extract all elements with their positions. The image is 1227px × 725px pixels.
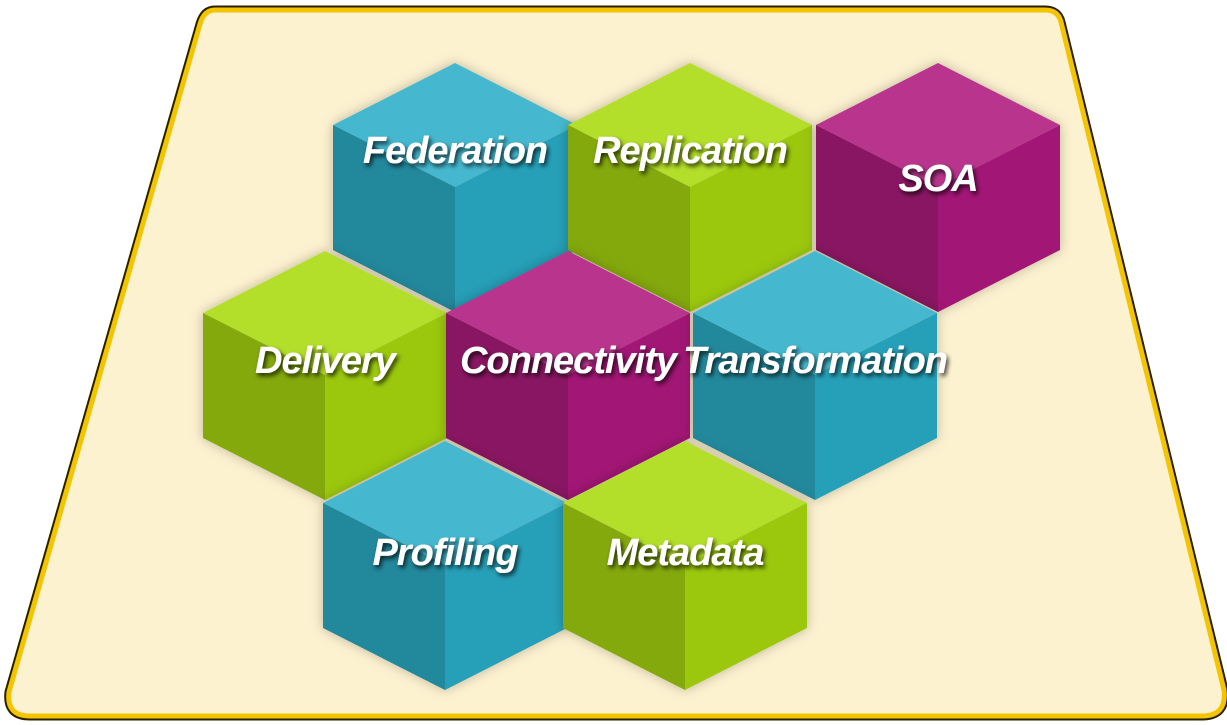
cube-delivery: [203, 251, 447, 500]
cube-left-face: [816, 125, 938, 312]
cube-transformation: [693, 251, 937, 500]
cube-profiling: [323, 441, 567, 690]
cube-connectivity: [446, 251, 690, 500]
cube-left-face: [446, 313, 568, 500]
cube-soa: [816, 63, 1060, 312]
cube-left-face: [323, 503, 445, 690]
cube-label-delivery: Delivery: [255, 340, 398, 382]
cube-label-replication: Replication: [593, 130, 787, 172]
cube-label-transformation: Transformation: [683, 340, 947, 382]
cube-right-face: [325, 313, 447, 500]
cube-right-face: [690, 125, 812, 312]
cube-label-profiling: Profiling: [372, 532, 518, 574]
cube-label-soa: SOA: [898, 158, 977, 200]
cube-replication: [568, 63, 812, 312]
cube-left-face: [203, 313, 325, 500]
cube-left-face: [333, 125, 455, 312]
cube-metadata: [563, 441, 807, 690]
cube-left-face: [563, 503, 685, 690]
cube-left-face: [568, 125, 690, 312]
cube-right-face: [568, 313, 690, 500]
cube-label-federation: Federation: [363, 130, 547, 172]
cube-right-face: [685, 503, 807, 690]
cube-label-connectivity: Connectivity: [460, 340, 679, 382]
cube-label-metadata: Metadata: [607, 532, 765, 574]
cube-right-face: [445, 503, 567, 690]
cube-right-face: [815, 313, 937, 500]
cube-right-face: [938, 125, 1060, 312]
cube-left-face: [693, 313, 815, 500]
